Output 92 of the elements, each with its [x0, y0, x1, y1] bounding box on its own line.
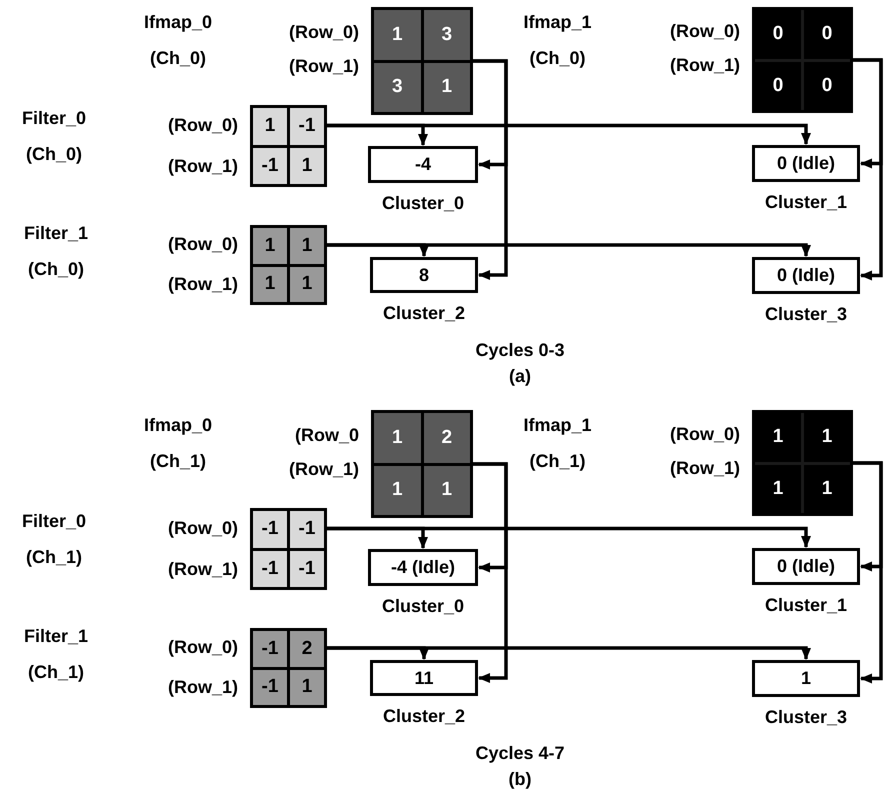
- cycle-label: Cycles 0-3: [474, 340, 566, 361]
- arrow: [327, 526, 811, 548]
- panel-label: (b): [508, 769, 532, 790]
- matrix-grid: [752, 410, 853, 516]
- matrix-name: Filter_0 (Ch_1): [20, 510, 88, 569]
- matrix-grid: [752, 7, 853, 113]
- matrix-cell: -1: [290, 108, 324, 144]
- cluster-name: Cluster_0: [380, 596, 466, 617]
- matrix-grid: [371, 410, 473, 518]
- matrix-cell: 1: [804, 413, 850, 462]
- row-label: (Row_1): [166, 558, 238, 580]
- row-label: (Row_0): [166, 234, 238, 255]
- matrix-cell: 0: [804, 10, 850, 58]
- matrix-grid: [250, 508, 327, 590]
- cluster-box: -4: [368, 146, 478, 183]
- row-label: (Row_1): [668, 458, 740, 480]
- row-label: (Row_1): [166, 677, 238, 698]
- cluster-box: 8: [370, 257, 478, 293]
- arrow: [327, 243, 811, 257]
- matrix-cell: -1: [290, 550, 324, 587]
- matrix-name: Filter_0 (Ch_0): [20, 107, 88, 166]
- arrow: [473, 462, 508, 683]
- matrix-grid: [371, 7, 473, 115]
- row-label: (Row_1): [288, 459, 359, 480]
- matrix-cell: -1: [253, 670, 287, 705]
- matrix-name: Filter_1 (Ch_1): [22, 625, 90, 684]
- matrix-cell: 0: [755, 10, 801, 58]
- matrix-grid: [250, 105, 327, 187]
- cluster-box: 11: [370, 660, 478, 696]
- matrix-cell: 1: [755, 413, 801, 462]
- matrix-cell: 1: [290, 266, 324, 302]
- arrow: [327, 124, 811, 145]
- cluster-name: Cluster_3: [764, 707, 848, 728]
- cluster-box: 1: [752, 660, 860, 697]
- arrow: [853, 461, 883, 684]
- matrix-cell: -1: [253, 631, 287, 666]
- row-label: (Row_0): [668, 21, 740, 42]
- arrow: [853, 58, 883, 280]
- matrix-cell: 1: [253, 108, 287, 144]
- matrix-cell: -1: [290, 511, 324, 548]
- matrix-cell: 1: [290, 670, 324, 705]
- row-label: (Row_0): [166, 518, 238, 538]
- matrix-grid: [250, 628, 327, 708]
- matrix-cell: 1: [253, 266, 287, 302]
- cluster-name: Cluster_0: [380, 193, 466, 214]
- matrix-name: Filter_1 (Ch_0): [22, 222, 90, 281]
- matrix-cell: 1: [424, 466, 470, 515]
- matrix-cell: 1: [290, 228, 324, 264]
- cluster-name: Cluster_1: [764, 595, 848, 616]
- matrix-grid: [250, 225, 327, 305]
- matrix-cell: 2: [424, 413, 470, 462]
- cluster-box: 0 (Idle): [752, 257, 860, 294]
- row-label: (Row_0): [288, 22, 359, 43]
- matrix-cell: 1: [424, 62, 470, 112]
- matrix-cell: 3: [374, 62, 420, 112]
- matrix-cell: 1: [755, 464, 801, 513]
- matrix-name: Ifmap_0 (Ch_1): [142, 414, 214, 473]
- row-label: (Row_1): [288, 56, 359, 78]
- matrix-cell: 1: [374, 10, 420, 60]
- matrix-cell: 0: [755, 62, 801, 110]
- matrix-cell: 1: [374, 413, 420, 462]
- row-label: (Row_0): [166, 114, 238, 136]
- cycle-label: Cycles 4-7: [474, 743, 566, 764]
- matrix-cell: 2: [290, 631, 324, 666]
- cluster-box: 0 (Idle): [752, 548, 860, 585]
- row-label: (Row_0: [294, 424, 359, 446]
- cluster-name: Cluster_1: [764, 192, 848, 213]
- cluster-name: Cluster_3: [764, 304, 848, 325]
- matrix-cell: -1: [253, 511, 287, 548]
- arrow: [473, 59, 508, 280]
- matrix-cell: 3: [424, 10, 470, 60]
- row-label: (Row_1): [166, 156, 238, 176]
- matrix-cell: 1: [290, 148, 324, 184]
- matrix-name: Ifmap_1 (Ch_0): [522, 11, 593, 70]
- row-label: (Row_0): [166, 637, 238, 658]
- row-label: (Row_0): [668, 424, 740, 446]
- matrix-cell: 0: [804, 62, 850, 110]
- row-label: (Row_1): [166, 274, 238, 295]
- matrix-cell: -1: [253, 550, 287, 587]
- cluster-name: Cluster_2: [382, 706, 466, 727]
- matrix-name: Ifmap_1 (Ch_1): [522, 414, 593, 473]
- row-label: (Row_1): [668, 55, 740, 76]
- matrix-cell: 1: [374, 466, 420, 515]
- cluster-box: 0 (Idle): [752, 145, 860, 182]
- matrix-cell: 1: [253, 228, 287, 264]
- cluster-name: Cluster_2: [382, 303, 466, 324]
- panel-label: (a): [508, 366, 532, 387]
- cluster-box: -4 (Idle): [368, 549, 478, 586]
- arrow: [327, 646, 811, 660]
- matrix-cell: 1: [804, 464, 850, 513]
- matrix-name: Ifmap_0 (Ch_0): [142, 11, 214, 70]
- matrix-cell: -1: [253, 148, 287, 184]
